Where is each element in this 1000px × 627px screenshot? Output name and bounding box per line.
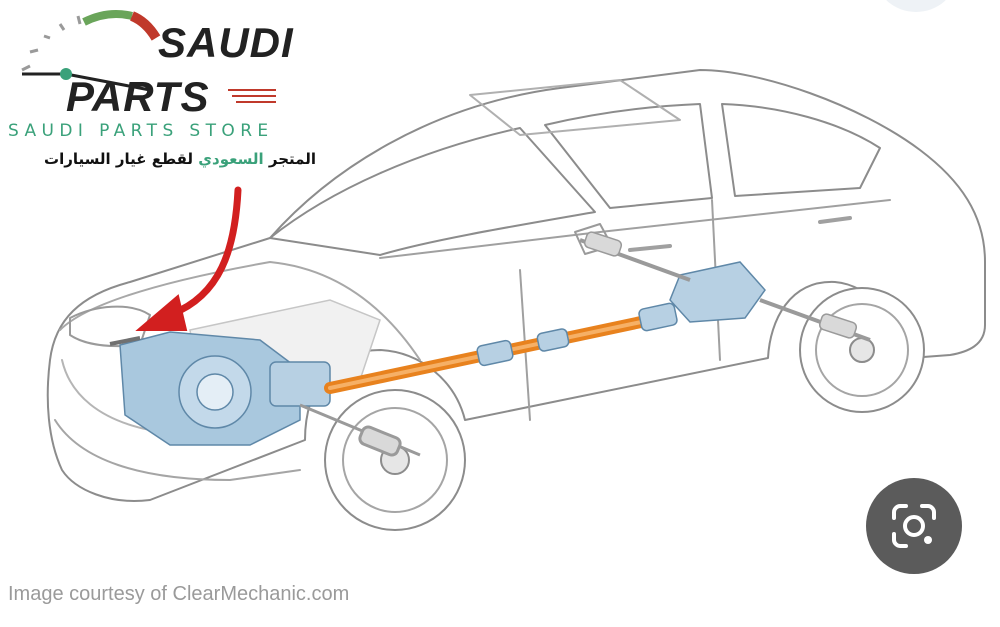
brand-word-bottom: PARTS [66, 73, 210, 120]
transmission [109, 331, 331, 446]
side-window-front [544, 103, 713, 209]
windshield [269, 127, 596, 256]
store-name: SAUDI PARTS STORE [8, 121, 274, 141]
arabic-tagline: المتجر السعودي لقطع غيار السيارات [10, 150, 316, 168]
tagline-highlight: السعودي [198, 150, 264, 168]
speedometer-gauge-icon [21, 10, 276, 103]
brand-logo: SAUDI PARTS SAUDI PARTS STORE المتجر الس… [0, 0, 330, 185]
camera-lens-icon [892, 504, 936, 548]
rear-differential [579, 231, 871, 342]
sunroof [469, 79, 681, 136]
tagline-start: المتجر [268, 150, 316, 168]
bumper [54, 419, 301, 481]
driveshaft [324, 302, 678, 394]
grille [61, 359, 151, 431]
image-credit: Image courtesy of ClearMechanic.com [8, 583, 350, 605]
rear-wheel [799, 287, 925, 413]
front-axle [299, 403, 421, 457]
tagline-end: لقطع غيار السيارات [44, 150, 194, 168]
door-handle-rear [818, 216, 852, 224]
side-window-rear [721, 103, 881, 197]
brand-word-top: SAUDI [158, 19, 294, 66]
visual-search-button[interactable] [866, 478, 962, 574]
front-wheel [324, 389, 466, 531]
belt-line [379, 199, 891, 259]
red-pointer-arrow [135, 186, 242, 331]
hood [59, 261, 421, 361]
door-handle-front [628, 244, 672, 252]
